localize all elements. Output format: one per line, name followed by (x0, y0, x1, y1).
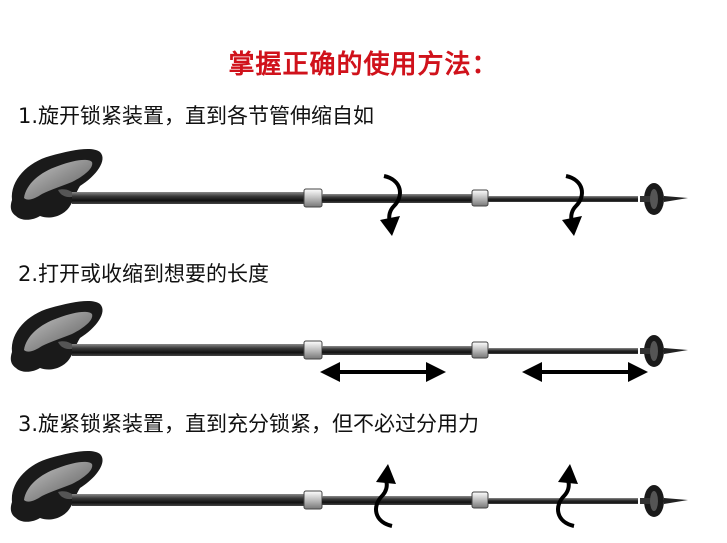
pole-upper-section (72, 494, 308, 506)
step-3-illustration (10, 451, 688, 528)
page-title: 掌握正确的使用方法： (228, 50, 499, 80)
step-2-illustration (10, 301, 688, 382)
double-headed-arrow-icon (320, 362, 446, 382)
pole-upper-section (72, 192, 308, 204)
pole-handle (10, 451, 103, 522)
pole-handle (10, 149, 103, 220)
pole-tip-basket (640, 183, 688, 215)
pole-lower-section (488, 498, 638, 504)
step-2-text: 2.打开或收缩到想要的长度 (18, 262, 270, 286)
pole-lower-section (488, 196, 638, 202)
pole-handle (10, 301, 103, 372)
pole-lock-2 (471, 341, 489, 359)
pole-upper-section (72, 344, 308, 356)
pole-tip-basket (640, 485, 688, 517)
step-1-illustration (10, 149, 688, 236)
pole-tip-basket (640, 335, 688, 367)
pole-lock-2 (471, 491, 489, 509)
rotate-arrow-icon (556, 464, 578, 528)
step-1-text: 1.旋开锁紧装置，直到各节管伸缩自如 (18, 104, 375, 128)
rotate-arrow-icon (380, 174, 402, 236)
pole-middle-section (322, 346, 474, 355)
pole-lock-1 (303, 490, 323, 510)
pole-lower-section (488, 348, 638, 354)
pole-lock-1 (303, 340, 323, 360)
pole-lock-1 (303, 188, 323, 208)
pole-middle-section (322, 496, 474, 505)
rotate-arrow-icon (562, 174, 584, 236)
double-headed-arrow-icon (522, 362, 648, 382)
step-3-text: 3.旋紧锁紧装置，直到充分锁紧，但不必过分用力 (18, 412, 480, 436)
pole-lock-2 (471, 189, 489, 207)
rotate-arrow-icon (374, 464, 396, 528)
